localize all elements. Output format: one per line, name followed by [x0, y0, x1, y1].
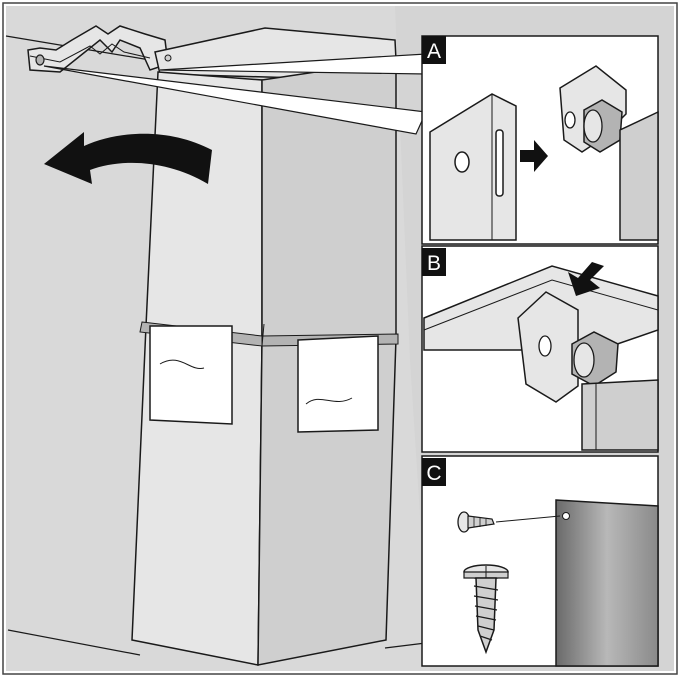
- panel-b-wall: [581, 379, 659, 451]
- panel-b-bolt-head: [573, 342, 595, 378]
- panel-c-large-screw-icon: [463, 564, 509, 655]
- panel-a: A: [421, 35, 659, 245]
- cover-upper-left-face: [145, 71, 263, 341]
- bracket-bolt-left: [35, 54, 45, 66]
- panel-b-bracket-hole: [538, 335, 552, 357]
- panel-c-screw-hole: [562, 512, 570, 520]
- panel-b-label-box: [422, 248, 446, 276]
- main-scene: [5, 6, 674, 671]
- panel-a-wall-edge: [619, 110, 659, 241]
- floor-line-left: [7, 629, 141, 656]
- panel-a-label-box: [422, 36, 446, 64]
- panel-c-cover-edge: [555, 499, 659, 667]
- panel-c-label: C: [426, 462, 441, 485]
- panel-a-bolt-head: [583, 109, 603, 143]
- callout-wedge-bottom: [43, 65, 427, 135]
- panel-a-cover-plate: [429, 93, 517, 241]
- panel-a-bracket-hole: [564, 111, 576, 129]
- panel-c-label-box: [422, 458, 446, 486]
- panel-c: C: [421, 455, 659, 667]
- bracket-fold-line: [29, 43, 151, 63]
- panel-b-plate-fold: [423, 279, 659, 331]
- panel-b-label: B: [427, 252, 441, 275]
- cover-hole: [164, 54, 172, 62]
- paper-crease-right: [305, 397, 353, 405]
- cover-corner-line: [261, 323, 265, 347]
- protective-paper-left: [149, 325, 233, 425]
- panel-b-arrow-icon: [568, 262, 604, 296]
- panel-a-arrow-icon: [520, 140, 548, 172]
- panel-c-small-screw-icon: [457, 511, 495, 533]
- panel-a-hole-icon: [454, 151, 470, 173]
- paper-crease-left: [159, 359, 205, 369]
- protective-paper-right: [297, 335, 379, 433]
- panel-c-guide-line: [495, 515, 561, 523]
- panel-b: B: [421, 245, 659, 453]
- swing-arrow-icon: [44, 132, 212, 184]
- panel-a-label: A: [427, 40, 441, 63]
- panel-a-slot-icon: [495, 129, 504, 197]
- chimney-cover: [131, 27, 399, 666]
